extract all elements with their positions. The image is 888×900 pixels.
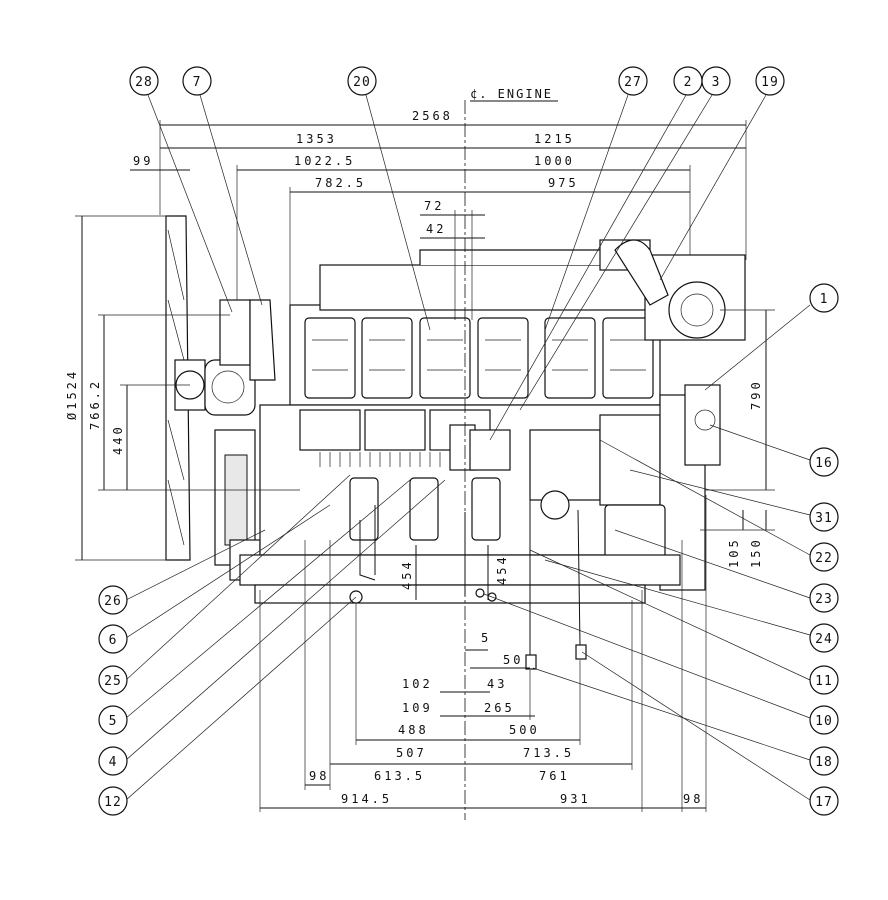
balloon-26: 26	[98, 585, 128, 615]
svg-text:11: 11	[815, 674, 833, 689]
balloon-28: 28	[129, 66, 159, 96]
svg-text:18: 18	[815, 755, 833, 770]
dimension-texts: 2568 1353 1215 99 1022.5 1000 782.5 975 …	[65, 109, 763, 806]
balloon-18: 18	[809, 746, 839, 776]
dim-99: 99	[133, 154, 153, 168]
dim-914-5: 914.5	[341, 792, 392, 806]
dim-fan-diameter: Ø1524	[65, 369, 79, 420]
svg-text:19: 19	[761, 75, 779, 90]
balloon-6: 6	[98, 624, 128, 654]
balloon-22: 22	[809, 542, 839, 572]
dim-1353: 1353	[296, 132, 337, 146]
dim-98-left: 98	[309, 769, 329, 783]
dim-975: 975	[548, 176, 579, 190]
balloon-27: 27	[618, 66, 648, 96]
balloon-17: 17	[809, 786, 839, 816]
dimension-lines	[75, 120, 775, 812]
front-cover-and-pulleys	[204, 299, 276, 581]
svg-text:31: 31	[815, 511, 833, 526]
dim-105: 105	[727, 537, 741, 568]
fuel-injection-pump	[529, 414, 661, 520]
svg-text:6: 6	[109, 633, 118, 648]
dim-265: 265	[484, 701, 515, 715]
dim-98-right: 98	[683, 792, 703, 806]
dim-782-5: 782.5	[315, 176, 366, 190]
dim-5: 5	[481, 631, 491, 645]
dim-500: 500	[509, 723, 540, 737]
svg-text:20: 20	[353, 75, 371, 90]
svg-text:22: 22	[815, 551, 833, 566]
dim-440: 440	[111, 424, 125, 455]
svg-text:3: 3	[712, 75, 721, 90]
svg-text:4: 4	[109, 755, 118, 770]
dim-713-5: 713.5	[523, 746, 574, 760]
svg-text:26: 26	[104, 594, 122, 609]
svg-text:16: 16	[815, 456, 833, 471]
balloon-12: 12	[98, 786, 128, 816]
turbocharger	[614, 239, 746, 341]
svg-text:27: 27	[624, 75, 642, 90]
balloon-19: 19	[755, 66, 785, 96]
dim-507: 507	[396, 746, 427, 760]
balloon-1: 1	[809, 283, 839, 313]
dim-150: 150	[749, 537, 763, 568]
svg-text:12: 12	[104, 795, 122, 810]
svg-text:24: 24	[815, 632, 833, 647]
balloon-11: 11	[809, 665, 839, 695]
dim-43: 43	[487, 677, 507, 691]
svg-text:7: 7	[193, 75, 202, 90]
balloon-16: 16	[809, 447, 839, 477]
balloon-2: 2	[673, 66, 703, 96]
svg-text:10: 10	[815, 714, 833, 729]
dim-102: 102	[402, 677, 433, 691]
dim-1022-5: 1022.5	[294, 154, 355, 168]
svg-text:2: 2	[684, 75, 693, 90]
dim-790: 790	[749, 379, 763, 410]
cylinder-head-covers	[289, 304, 661, 406]
dim-761: 761	[539, 769, 570, 783]
balloon-7: 7	[182, 66, 212, 96]
balloon-4: 4	[98, 746, 128, 776]
dim-766-2: 766.2	[88, 379, 102, 430]
balloon-23: 23	[809, 583, 839, 613]
svg-text:1: 1	[820, 292, 829, 307]
dim-1000: 1000	[534, 154, 575, 168]
dim-613-5: 613.5	[374, 769, 425, 783]
engine-centerline: ¢. ENGINE	[464, 87, 558, 820]
balloon-24: 24	[809, 623, 839, 653]
balloon-20: 20	[347, 66, 377, 96]
dim-42: 42	[426, 222, 446, 236]
engine-body	[165, 215, 746, 670]
balloon-10: 10	[809, 705, 839, 735]
part-balloons: 28 7 20 27 2 3 19 1 16 31 22 23 24 11 10…	[98, 66, 839, 816]
dim-109: 109	[402, 701, 433, 715]
oil-pan	[239, 554, 681, 604]
centerline-label: ¢. ENGINE	[470, 87, 553, 101]
balloon-5: 5	[98, 705, 128, 735]
dim-454-left: 454	[400, 559, 414, 590]
intake-manifold	[319, 239, 651, 311]
svg-text:5: 5	[109, 714, 118, 729]
svg-text:28: 28	[135, 75, 153, 90]
balloon-25: 25	[98, 665, 128, 695]
svg-text:17: 17	[815, 795, 833, 810]
dim-72: 72	[424, 199, 444, 213]
cooling-fan	[165, 215, 206, 561]
balloon-31: 31	[809, 502, 839, 532]
dim-1215: 1215	[534, 132, 575, 146]
dim-454-right: 454	[495, 554, 509, 585]
dim-50: 50	[503, 653, 523, 667]
svg-text:25: 25	[104, 674, 122, 689]
filters	[349, 424, 511, 541]
svg-text:23: 23	[815, 592, 833, 607]
dim-overall-length: 2568	[412, 109, 453, 123]
balloon-3: 3	[701, 66, 731, 96]
dim-488: 488	[398, 723, 429, 737]
dim-931: 931	[560, 792, 591, 806]
leader-lines	[125, 94, 811, 801]
